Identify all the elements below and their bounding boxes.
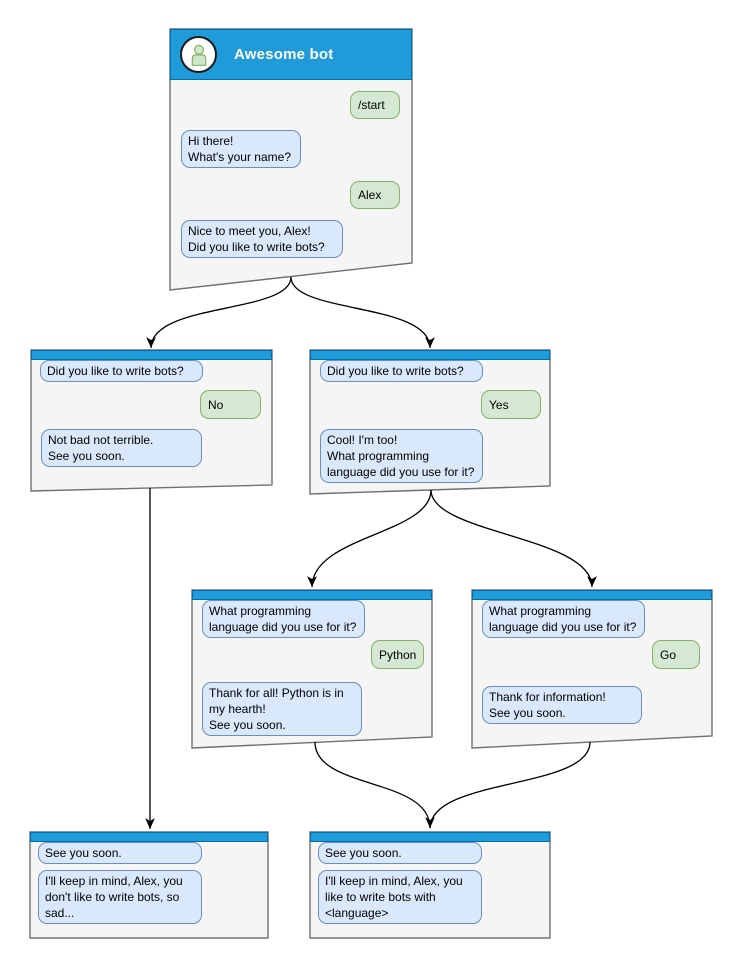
flow-arrow-yes-to-python (307, 489, 432, 588)
flow-arrow-python-to-end (314, 741, 435, 829)
chat-window-lang-go: What programming language did you use fo… (472, 590, 712, 748)
message-bubble-bot: What programming language did you use fo… (482, 600, 645, 638)
chat-window-lang-python-header (192, 590, 432, 600)
chat-window-start-header: Awesome bot (170, 29, 412, 80)
bot-avatar-icon (180, 36, 217, 73)
message-bubble-bot: Nice to meet you, Alex! Did you like to … (181, 220, 343, 258)
message-bubble-user: No (200, 390, 261, 419)
message-bubble-bot: What programming language did you use fo… (202, 600, 365, 638)
flow-arrow-yes-to-go (430, 489, 597, 588)
message-bubble-bot: See you soon. (38, 842, 202, 864)
message-bubble-user: Yes (481, 390, 541, 419)
chat-window-end-no: See you soon. I'll keep in mind, Alex, y… (30, 832, 268, 938)
chat-window-branch-no-header (31, 350, 272, 360)
message-bubble-bot: Hi there! What's your name? (181, 130, 301, 168)
message-bubble-bot: Did you like to write bots? (320, 360, 483, 382)
flow-arrow-go-to-end (429, 741, 591, 829)
message-bubble-bot: I'll keep in mind, Alex, you like to wri… (318, 870, 482, 924)
message-bubble-bot: Not bad not terrible. See you soon. (41, 429, 202, 467)
chat-window-end-no-header (30, 832, 268, 842)
chat-window-branch-yes: Did you like to write bots? Yes Cool! I'… (310, 350, 550, 494)
chat-window-start: Awesome bot /start Hi there! What's your… (170, 29, 412, 290)
message-bubble-bot: Thank for all! Python is in my hearth! S… (202, 682, 362, 736)
message-bubble-user: Python (371, 640, 424, 669)
message-bubble-user: Alex (350, 181, 400, 209)
message-bubble-bot: I'll keep in mind, Alex, you don't like … (38, 870, 202, 924)
chat-window-branch-yes-header (310, 350, 550, 360)
message-bubble-bot: See you soon. (318, 842, 482, 864)
chat-window-end-yes: See you soon. I'll keep in mind, Alex, y… (310, 832, 550, 938)
flow-arrow-start-to-yes (290, 276, 435, 349)
chat-window-branch-no: Did you like to write bots? No Not bad n… (31, 350, 272, 491)
bot-title: Awesome bot (234, 46, 334, 63)
message-bubble-bot: Cool! I'm too! What programming language… (320, 429, 483, 483)
chat-window-lang-python: What programming language did you use fo… (192, 590, 432, 748)
flow-arrow-start-to-no (146, 276, 292, 349)
chat-window-lang-go-header (472, 590, 712, 600)
message-bubble-bot: Thank for information! See you soon. (482, 686, 642, 724)
message-bubble-user: Go (652, 640, 700, 669)
message-bubble-bot: Did you like to write bots? (40, 360, 203, 382)
message-bubble-user: /start (350, 91, 400, 119)
chat-window-end-yes-header (310, 832, 550, 842)
